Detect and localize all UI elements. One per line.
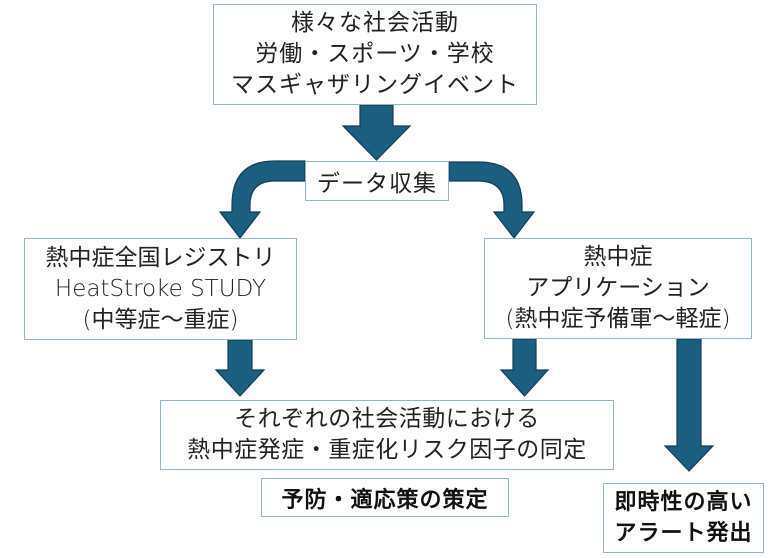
box-text-line: それぞれの社会活動における	[234, 406, 540, 432]
box-text-line: 熱中症発症・重症化リスク因子の同定	[187, 437, 587, 463]
box-text-line: 熱中症全国レジストリ	[45, 244, 276, 271]
box-text-line: アラート発出	[614, 521, 753, 546]
box-text-line: 様々な社会活動	[291, 10, 459, 36]
arrow-curved-to-registry	[218, 160, 306, 239]
box-text-line: アプリケーション	[526, 275, 710, 301]
box-text-line: 労働・スポーツ・学校	[255, 41, 495, 67]
prevention-box: 予防・適応策の策定	[261, 478, 509, 517]
arrow-curved-to-application	[448, 161, 536, 239]
box-text-line: マスギャザリングイベント	[231, 72, 519, 98]
arrow-application-to-alert	[663, 338, 715, 472]
alert-box: 即時性の高い アラート発出	[603, 483, 764, 553]
box-text-line: HeatStroke STUDY	[54, 275, 267, 302]
arrow-registry-to-risk	[214, 339, 266, 397]
box-text-line: 予防・適応策の策定	[281, 487, 489, 513]
application-box: 熱中症 アプリケーション (熱中症予備軍～軽症)	[484, 238, 752, 339]
risk-identification-box: それぞれの社会活動における 熱中症発症・重症化リスク因子の同定	[160, 400, 614, 470]
box-text-line: (熱中症予備軍～軽症)	[505, 306, 731, 332]
box-text-line: (中等症～重症)	[82, 306, 239, 333]
data-collection-box: データ収集	[305, 161, 449, 201]
box-text-line: 熱中症	[583, 244, 653, 270]
arrow-application-to-risk	[499, 338, 550, 397]
registry-box: 熱中症全国レジストリ HeatStroke STUDY (中等症～重症)	[24, 238, 297, 340]
arrow-down-to-data-collection	[341, 104, 412, 161]
social-activities-box: 様々な社会活動 労働・スポーツ・学校 マスギャザリングイベント	[213, 4, 537, 105]
box-text-line: 即時性の高い	[614, 490, 753, 515]
box-text-line: データ収集	[317, 171, 437, 197]
